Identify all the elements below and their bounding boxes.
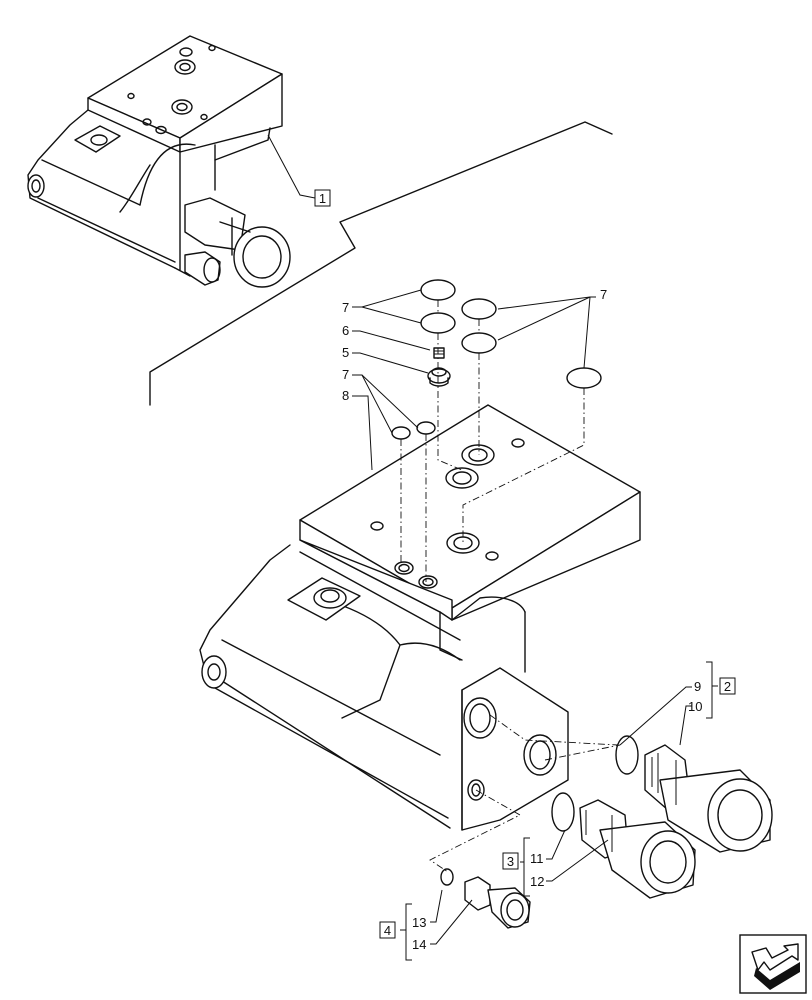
coupler-large [615, 735, 773, 853]
svg-text:2: 2 [724, 679, 731, 694]
svg-text:3: 3 [507, 854, 514, 869]
callout-2: 2 [719, 677, 736, 695]
part-label-14: 14 [412, 937, 426, 952]
part-label-5: 5 [342, 345, 349, 360]
part-label-8: 8 [342, 388, 349, 403]
next-page-arrow-icon[interactable] [739, 934, 807, 994]
group-brackets [400, 661, 718, 961]
part-label-11: 11 [530, 851, 544, 866]
plug-and-screw [427, 347, 451, 387]
part-label-6: 6 [342, 323, 349, 338]
callout-3: 3 [502, 852, 519, 870]
part-label-12: 12 [530, 874, 544, 889]
callout-1: 1 [314, 189, 331, 207]
coupler-medium [551, 792, 696, 899]
main-assembly [199, 404, 641, 831]
callout-4: 4 [379, 921, 396, 939]
inset-assembly [27, 35, 291, 288]
part-label-9: 9 [694, 679, 701, 694]
part-label-13: 13 [412, 915, 426, 930]
part-label-10: 10 [688, 699, 702, 714]
part-label-7-right: 7 [600, 287, 607, 302]
center-lines [400, 300, 621, 873]
part-label-7-left-top: 7 [342, 300, 349, 315]
coupler-small [440, 868, 531, 929]
svg-text:1: 1 [319, 191, 326, 206]
inset-frame-line [149, 121, 613, 406]
leader-lines [352, 289, 692, 945]
svg-text:4: 4 [384, 923, 391, 938]
part-label-7-left-bottom: 7 [342, 367, 349, 382]
